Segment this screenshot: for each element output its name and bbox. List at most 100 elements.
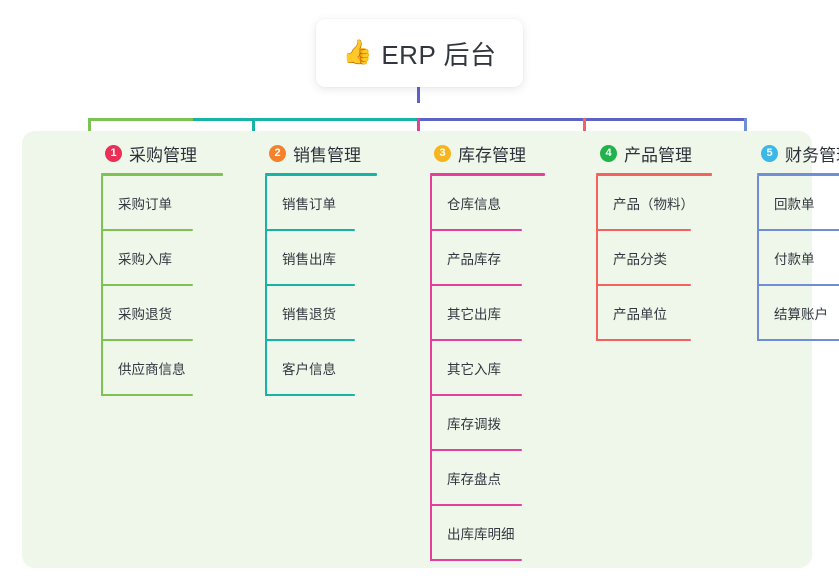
root-node-card[interactable]: 👍 ERP 后台 [316,19,523,87]
column-badge-2: 2 [269,144,286,162]
column-title-4: 产品管理 [624,145,692,165]
leaf-item[interactable]: 采购订单 [88,176,238,231]
leaf-item-underline [101,229,193,231]
leaf-item[interactable]: 客户信息 [252,341,402,396]
leaf-item-underline [430,339,522,341]
column-spine-1 [101,176,103,396]
column-3: 3 库存管理仓库信息产品库存其它出库其它入库库存调拨库存盘点出库库明细 [417,131,567,561]
column-spine-3 [430,176,432,561]
leaf-item[interactable]: 产品单位 [583,286,733,341]
leaf-item-underline [101,394,193,396]
leaf-item[interactable]: 库存盘点 [417,451,567,506]
leaf-item-label: 销售订单 [282,197,336,212]
column-badge-5: 5 [761,144,778,162]
leaf-list-3: 仓库信息产品库存其它出库其它入库库存调拨库存盘点出库库明细 [417,176,567,561]
leaf-item-label: 产品（物料） [613,197,694,212]
leaf-item-label: 销售退货 [282,307,336,322]
leaf-item-underline [757,229,839,231]
leaf-item[interactable]: 采购入库 [88,231,238,286]
leaf-list-1: 采购订单采购入库采购退货供应商信息 [88,176,238,396]
leaf-item-label: 销售出库 [282,252,336,267]
leaf-item-underline [430,229,522,231]
leaf-item[interactable]: 产品分类 [583,231,733,286]
leaf-item-label: 客户信息 [282,362,336,377]
column-underline-3 [430,173,545,176]
leaf-item[interactable]: 销售订单 [252,176,402,231]
diagram-panel [22,131,812,568]
leaf-item-underline [265,394,355,396]
leaf-item-label: 付款单 [774,252,815,267]
column-underline-2 [265,173,377,176]
leaf-item-label: 采购退货 [118,307,172,322]
leaf-item-underline [757,339,839,341]
column-header-3[interactable]: 3 库存管理 [417,131,567,175]
column-container: 1 采购管理采购订单采购入库采购退货供应商信息 2 销售管理销售订单销售出库销售退货客… [22,131,839,568]
leaf-item-label: 产品库存 [447,252,501,267]
root-node-title: ERP 后台 [381,39,497,70]
leaf-item[interactable]: 其它入库 [417,341,567,396]
leaf-item-label: 其它出库 [447,307,501,322]
leaf-item-underline [596,284,691,286]
leaf-item[interactable]: 回款单 [744,176,839,231]
column-underline-4 [596,173,712,176]
leaf-item-label: 采购订单 [118,197,172,212]
column-spine-4 [596,176,598,341]
leaf-item[interactable]: 结算账户 [744,286,839,341]
connector-bus-segment-blue [417,118,747,121]
leaf-item-underline [265,284,355,286]
leaf-item[interactable]: 其它出库 [417,286,567,341]
connector-bus-segment-teal [193,118,419,121]
leaf-item-underline [596,339,691,341]
leaf-item-underline [430,284,522,286]
column-spine-2 [265,176,267,396]
column-4: 4 产品管理产品（物料） 产品分类产品单位 [583,131,733,341]
column-title-5: 财务管理 [785,145,839,165]
leaf-item-label: 结算账户 [774,307,828,322]
leaf-item[interactable]: 仓库信息 [417,176,567,231]
column-header-4[interactable]: 4 产品管理 [583,131,733,175]
leaf-item[interactable]: 采购退货 [88,286,238,341]
leaf-list-2: 销售订单销售出库销售退货客户信息 [252,176,402,396]
leaf-item-label: 仓库信息 [447,197,501,212]
leaf-list-5: 回款单付款单结算账户 [744,176,839,341]
leaf-item-label: 产品单位 [613,307,667,322]
thumbs-up-icon: 👍 [342,39,373,66]
column-header-5[interactable]: 5 财务管理 [744,131,839,175]
leaf-item-label: 其它入库 [447,362,501,377]
leaf-list-4: 产品（物料） 产品分类产品单位 [583,176,733,341]
leaf-item-label: 回款单 [774,197,815,212]
column-title-2: 销售管理 [293,145,361,165]
column-underline-1 [101,173,223,176]
leaf-item-underline [101,339,193,341]
connector-bus-segment-green [88,118,193,121]
column-title-3: 库存管理 [458,145,526,165]
leaf-item[interactable]: 销售退货 [252,286,402,341]
leaf-item-underline [596,229,691,231]
leaf-item[interactable]: 出库库明细 [417,506,567,561]
leaf-item-underline [430,394,522,396]
leaf-item-underline [101,284,193,286]
leaf-item-label: 库存盘点 [447,472,501,487]
leaf-item-underline [430,449,522,451]
column-1: 1 采购管理采购订单采购入库采购退货供应商信息 [88,131,238,396]
leaf-item[interactable]: 产品库存 [417,231,567,286]
leaf-item-label: 库存调拨 [447,417,501,432]
leaf-item[interactable]: 供应商信息 [88,341,238,396]
column-title-1: 采购管理 [129,145,197,165]
column-header-2[interactable]: 2 销售管理 [252,131,402,175]
column-header-1[interactable]: 1 采购管理 [88,131,238,175]
connector-root-stem [417,87,420,103]
leaf-item-label: 产品分类 [613,252,667,267]
column-badge-1: 1 [105,144,122,162]
leaf-item[interactable]: 库存调拨 [417,396,567,451]
column-badge-3: 3 [434,144,451,162]
leaf-item[interactable]: 产品（物料） [583,176,733,231]
leaf-item[interactable]: 销售出库 [252,231,402,286]
column-2: 2 销售管理销售订单销售出库销售退货客户信息 [252,131,402,396]
leaf-item-underline [430,504,522,506]
column-badge-4: 4 [600,144,617,162]
leaf-item[interactable]: 付款单 [744,231,839,286]
leaf-item-underline [757,284,839,286]
column-spine-5 [757,176,759,341]
column-underline-5 [757,173,839,176]
